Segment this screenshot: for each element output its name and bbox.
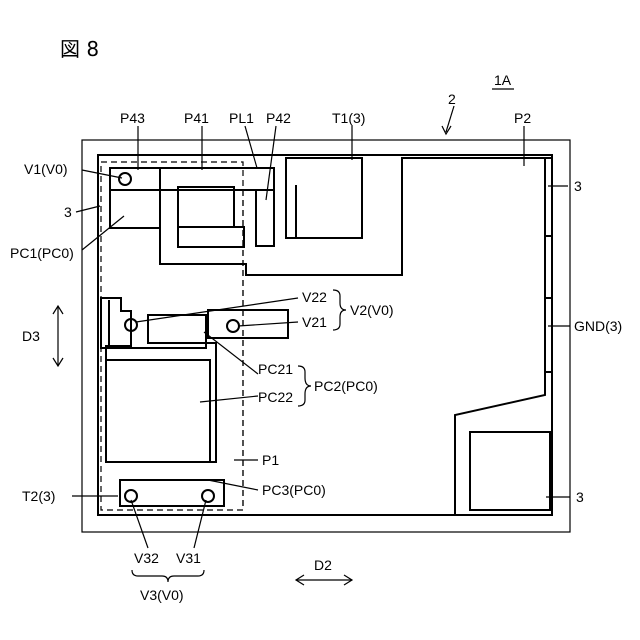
label-PC22: PC22: [258, 389, 293, 405]
pattern-P2: [160, 158, 545, 515]
leader-V32: [131, 500, 148, 548]
label-V3: V3(V0): [140, 587, 184, 603]
brace-PC2: [298, 366, 311, 406]
label-PL1: PL1: [229, 110, 254, 126]
pattern-PL1: [101, 162, 243, 510]
label-3-right-top: 3: [574, 178, 582, 194]
label-D2: D2: [314, 557, 332, 573]
leader-PL1: [245, 126, 257, 168]
label-PC1: PC1(PC0): [10, 245, 74, 261]
pattern-P43: [110, 168, 160, 190]
pattern-PC1: [110, 190, 160, 228]
label-PC21: PC21: [258, 361, 293, 377]
label-V22: V22: [302, 289, 327, 305]
inner-pad-A: [178, 187, 234, 227]
label-2: 2: [448, 91, 456, 107]
label-3-left: 3: [64, 204, 72, 220]
terminal-right-top: [545, 158, 552, 236]
label-V21: V21: [302, 314, 327, 330]
brace-V3: [132, 570, 204, 582]
via-V21: [227, 320, 239, 332]
label-V32: V32: [134, 550, 159, 566]
brace-V2: [333, 290, 346, 330]
leader-PC3: [208, 480, 258, 490]
pattern-P42: [256, 190, 274, 246]
label-V31: V31: [176, 550, 201, 566]
leader-V1: [82, 170, 122, 178]
label-D3: D3: [22, 328, 40, 344]
label-P43: P43: [120, 110, 145, 126]
pattern-PC22: [106, 360, 210, 462]
pattern-PC2: [101, 298, 216, 462]
leader-PC22: [200, 396, 258, 402]
label-P2: P2: [514, 110, 531, 126]
label-PC3: PC3(PC0): [262, 482, 326, 498]
via-V31: [202, 490, 214, 502]
leader-V31: [194, 500, 206, 548]
figure-title: 図 8: [60, 37, 99, 61]
label-T2: T2(3): [22, 488, 55, 504]
label-P42: P42: [266, 110, 291, 126]
via-V1: [119, 173, 131, 185]
label-GND: GND(3): [574, 318, 622, 334]
device-label: 1A: [494, 72, 512, 88]
label-P1: P1: [262, 452, 279, 468]
terminal-right-bottom: [470, 432, 550, 510]
leader-PC1: [82, 216, 124, 250]
label-3-right-bottom: 3: [576, 489, 584, 505]
label-P41: P41: [184, 110, 209, 126]
label-PC2: PC2(PC0): [314, 378, 378, 394]
terminal-GND: [545, 298, 552, 372]
terminal-T1: [286, 158, 362, 238]
leader-3-left: [76, 206, 100, 212]
substrate-outline: [82, 140, 570, 532]
inner-pad-B: [178, 227, 244, 247]
label-V2: V2(V0): [350, 302, 394, 318]
label-V1: V1(V0): [24, 161, 68, 177]
label-T1: T1(3): [332, 110, 365, 126]
